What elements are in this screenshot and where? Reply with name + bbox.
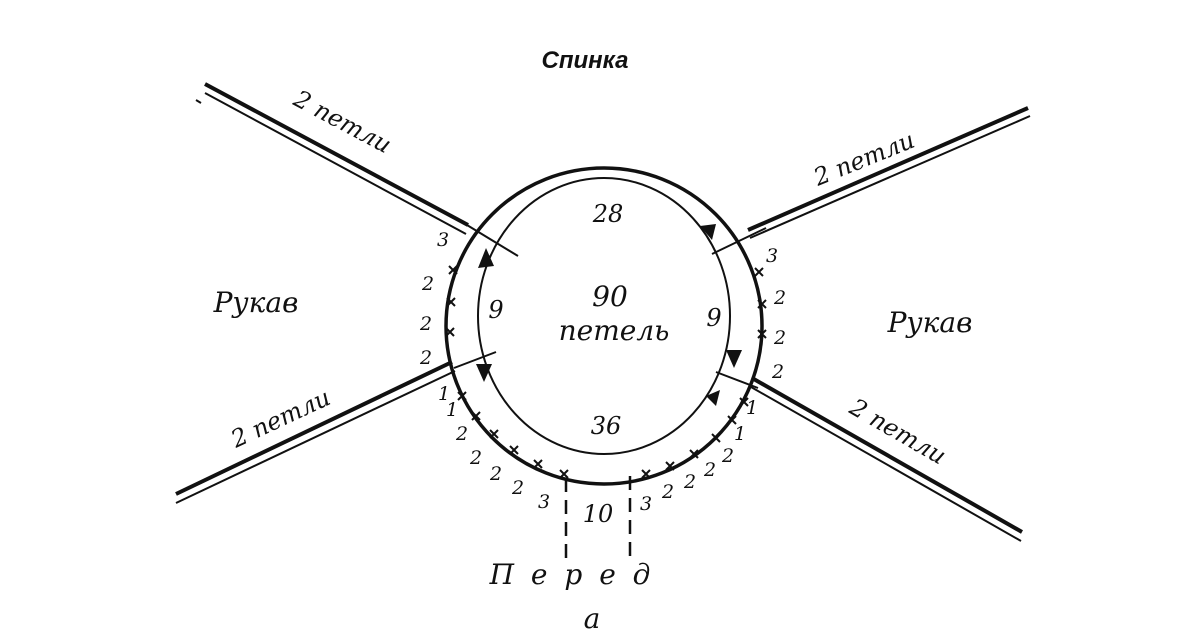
arrow-top-right-icon <box>700 224 716 240</box>
band-lower-right <box>750 376 1023 542</box>
band-upper-left <box>195 82 469 235</box>
bottom-left-mark-1: 1 <box>438 383 450 405</box>
bottom-left-mark-5: 2 <box>489 463 502 485</box>
sleeve-label-right: Рукав <box>887 306 973 339</box>
bottom-right-mark-7: 1 <box>746 397 758 419</box>
bottom-right-mark-5: 2 <box>721 445 734 467</box>
inner-loop-circle <box>477 177 731 455</box>
left-mark-1: 3 <box>437 229 449 251</box>
center-count: 90 <box>592 280 628 313</box>
right-mark-3: 2 <box>773 327 786 349</box>
band-lower-left <box>175 360 456 504</box>
right-mark-4: 2 <box>771 361 784 383</box>
right-mark-1: 3 <box>766 245 778 267</box>
bottom-right-mark-6: 1 <box>734 423 746 445</box>
center-unit: петель <box>559 314 670 347</box>
bottom-left-mark-7: 3 <box>538 491 550 513</box>
arrow-left-up-icon <box>478 248 494 268</box>
bottom-right-mark-4: 2 <box>703 459 716 481</box>
arc-label-left: 9 <box>488 296 503 324</box>
bottom-right-mark-2: 2 <box>661 481 674 503</box>
arc-label-right: 9 <box>706 304 721 332</box>
left-mark-4: 2 <box>419 347 432 369</box>
arrow-right-down-icon <box>726 350 742 368</box>
direction-arrows <box>476 224 742 406</box>
bottom-left-mark-4: 2 <box>469 447 482 469</box>
bottom-right-mark-3: 2 <box>683 471 696 493</box>
diagram-title: Спинка <box>542 47 629 74</box>
front-separators <box>564 476 632 560</box>
stitch-cross-marks <box>445 265 767 479</box>
bottom-left-mark-6: 2 <box>511 477 524 499</box>
figure-letter: а <box>584 602 601 630</box>
band-label-upper-right: 2 петли <box>809 126 919 192</box>
front-gap-label: 10 <box>583 500 614 528</box>
band-label-lower-right: 2 петли <box>844 392 951 470</box>
band-upper-right <box>747 106 1031 239</box>
front-label: П е р е д <box>489 558 655 591</box>
left-mark-3: 2 <box>419 313 432 335</box>
arc-label-bottom: 36 <box>591 412 622 440</box>
bottom-left-mark-3: 2 <box>455 423 468 445</box>
arrow-left-down-icon <box>476 364 492 382</box>
arrow-bottom-right-icon <box>706 390 720 406</box>
bottom-left-mark-2: 1 <box>446 399 458 421</box>
bottom-right-mark-1: 3 <box>640 493 652 515</box>
outer-neckline-circle <box>444 166 764 486</box>
arc-label-top: 28 <box>592 200 624 228</box>
right-mark-2: 2 <box>773 287 786 309</box>
raglan-ticks <box>453 221 767 389</box>
left-mark-2: 2 <box>421 273 434 295</box>
sleeve-label-left: Рукав <box>213 286 299 319</box>
